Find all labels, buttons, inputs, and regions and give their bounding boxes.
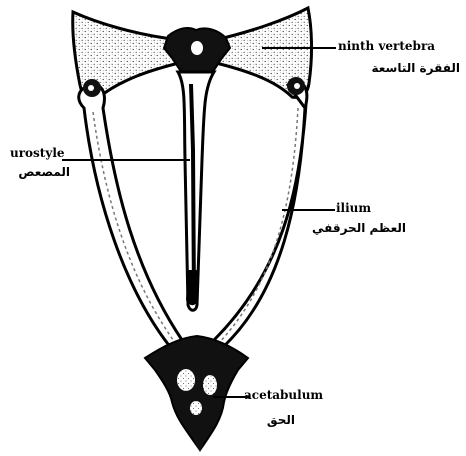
ilium-arabic-label: العظم الحرقفي: [298, 222, 406, 234]
urostyle-arabic-label: المصعص: [8, 166, 70, 178]
right-ilium: [214, 82, 307, 348]
acetabulum-arabic-label: الحق: [255, 414, 295, 426]
ilium-label: ilium: [336, 202, 371, 214]
acetabulum-label: acetabulum: [244, 389, 323, 401]
ninth-vertebra-arabic-label: الفقرة التاسعة: [340, 62, 460, 74]
ninth-vertebra-label: ninth vertebra: [338, 40, 435, 52]
urostyle-label: urostyle: [10, 147, 65, 159]
